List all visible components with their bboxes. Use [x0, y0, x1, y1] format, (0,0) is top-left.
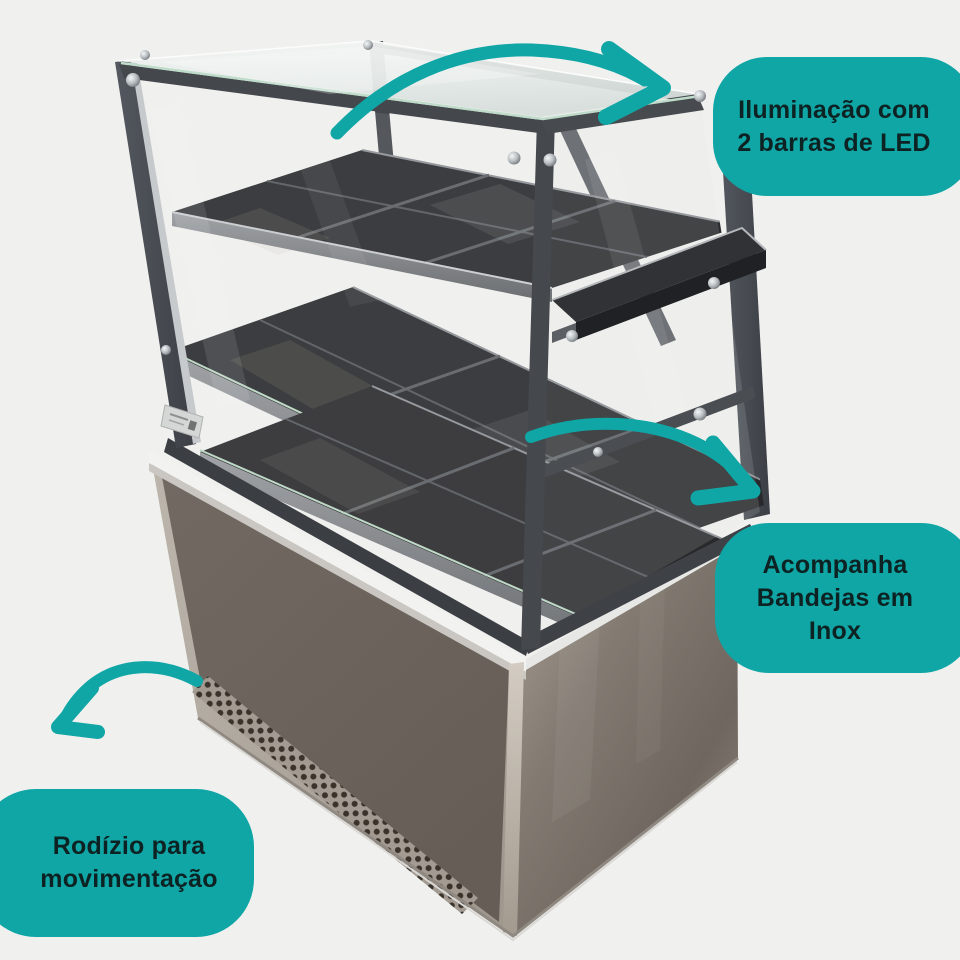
callout-stainless-trays: Acompanha Bandejas em Inox	[715, 523, 960, 673]
base-top-trim	[149, 450, 526, 672]
callout-casters-line-2: movimentação	[40, 865, 218, 893]
glass-display-section	[115, 40, 770, 656]
callout-led-line-2: 2 barras de LED	[737, 128, 931, 157]
callout-casters-line-1: Rodízio para	[52, 832, 206, 860]
callout-casters: Rodízio para movimentação	[0, 789, 254, 937]
arrow-trays-icon	[525, 417, 761, 506]
front-bottom-beam	[164, 438, 530, 656]
rear-right-post	[718, 86, 770, 520]
front-right-post	[521, 117, 555, 650]
arrow-led-icon	[330, 41, 671, 140]
arrow-casters-icon	[51, 661, 203, 739]
callout-trays-line-1: Acompanha	[762, 550, 908, 579]
front-left-post	[115, 60, 196, 448]
base-front-panel	[161, 472, 509, 922]
tray-shelves	[167, 149, 766, 652]
annotation-arrows	[51, 41, 761, 739]
callout-led-lighting: Iluminação com 2 barras de LED	[713, 57, 960, 196]
callout-led-line-1: Iluminação com	[738, 95, 930, 124]
front-top-beam	[119, 64, 546, 134]
front-glass	[125, 80, 543, 656]
callout-trays-line-2: Bandejas em	[756, 583, 914, 612]
right-side-glass	[522, 100, 760, 654]
callout-trays-line-3: Inox	[808, 616, 862, 645]
label-sticker	[160, 404, 204, 439]
base-corner-strip	[503, 662, 524, 936]
tray-shelf-bottom	[199, 385, 766, 652]
stainless-tray-protruding	[551, 226, 767, 343]
right-bottom-beam	[522, 524, 757, 654]
